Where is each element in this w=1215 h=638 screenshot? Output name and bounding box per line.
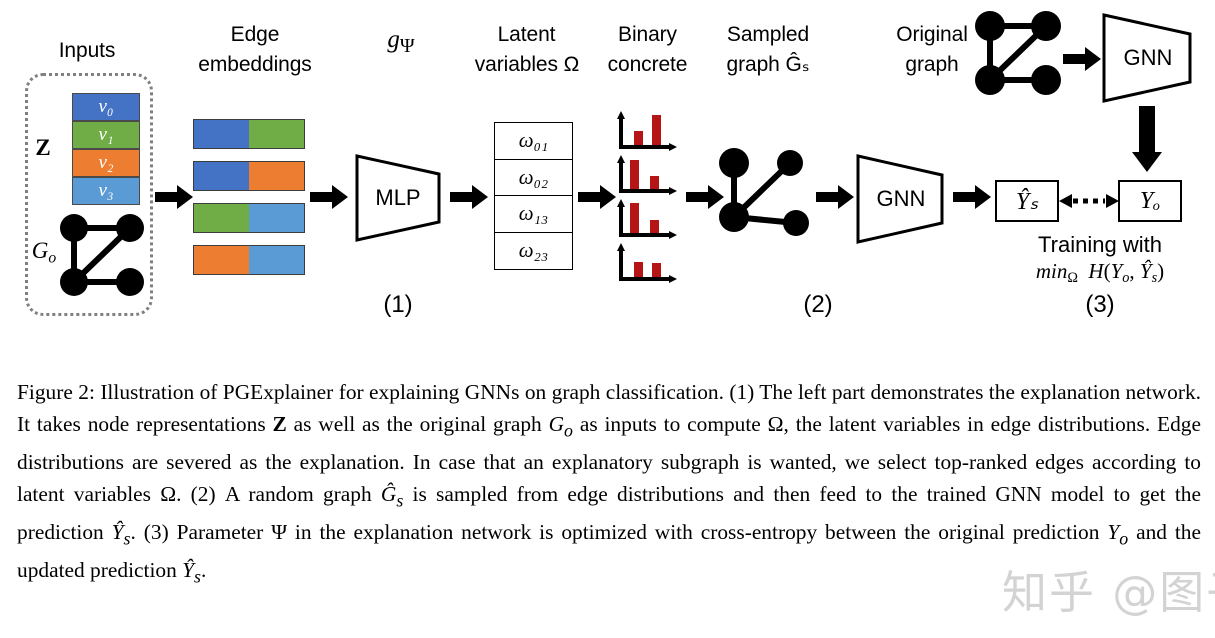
- arrow-mlp-to-latent: [450, 183, 490, 211]
- header-latent-line2: variables Ω: [474, 53, 580, 76]
- prediction-sampled-label: Ŷₛ: [1015, 188, 1039, 215]
- figure-caption: Figure 2: Illustration of PGExplainer fo…: [17, 377, 1201, 593]
- edge-embedding-2-left: [194, 204, 249, 232]
- step-label-1: (1): [383, 291, 413, 318]
- edge-embedding-0-left: [194, 120, 249, 148]
- header-edge-embeddings-line1: Edge: [230, 23, 280, 46]
- gnn-sampled-label: GNN: [876, 186, 926, 211]
- caption-body: Illustration of PGExplainer for explaini…: [17, 380, 1202, 587]
- prediction-original-box: Yₒ: [1118, 180, 1182, 222]
- arrow-sampled-to-gnn: [816, 183, 856, 211]
- arrow-binary-to-sampled: [686, 183, 726, 211]
- binary-concrete-chart-2: [614, 195, 682, 241]
- header-binary-line2: concrete: [607, 53, 688, 76]
- header-latent-line1: Latent: [497, 23, 556, 46]
- gnn-original-block: [1100, 13, 1196, 103]
- mlp-label: MLP: [375, 185, 421, 210]
- header-original-line1: Original: [896, 23, 968, 46]
- z-block-v0: v₀: [72, 93, 140, 121]
- z-block-v2: v₂: [72, 149, 140, 177]
- arrow-latent-to-binary: [578, 183, 618, 211]
- edge-embedding-row-0: [193, 119, 305, 149]
- header-sampled-line2: graph Ĝₛ: [726, 53, 810, 76]
- z-block-v2-label: v₂: [98, 152, 114, 173]
- header-sampled-line1: Sampled: [726, 23, 810, 46]
- arrow-gnn-to-yhat: [953, 183, 993, 211]
- mlp-block: [353, 154, 443, 242]
- latent-row-0: ω₀₁: [495, 123, 572, 160]
- arrow-embeddings-to-mlp: [310, 183, 350, 211]
- prediction-original-label: Yₒ: [1139, 187, 1161, 214]
- caption-label: Figure 2:: [17, 380, 95, 404]
- binary-concrete-chart-0: [614, 107, 682, 153]
- binary-concrete-chart-1: [614, 151, 682, 197]
- latent-row-2-label: ω₁₃: [518, 201, 549, 226]
- edge-embedding-row-2: [193, 203, 305, 233]
- gnn-original-label: GNN: [1123, 45, 1173, 70]
- edge-embedding-2-right: [249, 204, 304, 232]
- latent-row-1: ω₀₂: [495, 160, 572, 196]
- original-graph-top: [972, 8, 1077, 108]
- go-label: Go: [31, 238, 57, 267]
- z-block-v3: v₃: [72, 177, 140, 205]
- binary-concrete-chart-3: [614, 239, 682, 285]
- inputs-panel: [25, 73, 153, 316]
- training-note-line2: minΩ H(Yo, Ŷs): [1035, 259, 1165, 286]
- edge-embedding-row-3: [193, 245, 305, 275]
- prediction-sampled-box: Ŷₛ: [995, 180, 1059, 222]
- latent-row-3: ω₂₃: [495, 233, 572, 270]
- edge-embedding-row-1: [193, 161, 305, 191]
- header-inputs: Inputs: [58, 39, 116, 62]
- header-original-line2: graph: [905, 53, 959, 76]
- training-note-line1: Training with: [1038, 232, 1162, 257]
- z-block-v1-label: v₁: [98, 124, 114, 145]
- arrow-original-to-gnn: [1063, 45, 1103, 73]
- latent-row-2: ω₁₃: [495, 196, 572, 233]
- step-label-2: (2): [803, 291, 833, 318]
- edge-embedding-1-right: [249, 162, 304, 190]
- z-label: Z: [35, 135, 51, 160]
- header-edge-embeddings-line2: embeddings: [198, 53, 312, 76]
- header-binary-line1: Binary: [618, 23, 677, 46]
- header-g-psi: gΨ: [387, 26, 415, 57]
- step-label-3: (3): [1085, 291, 1115, 318]
- arrow-gnn-down-to-yo: [1131, 106, 1163, 174]
- latent-row-1-label: ω₀₂: [518, 164, 549, 189]
- latent-variable-table: ω₀₁ ω₀₂ ω₁₃ ω₂₃: [494, 122, 573, 270]
- latent-row-3-label: ω₂₃: [518, 238, 549, 263]
- z-block-v0-label: v₀: [98, 96, 114, 117]
- arrow-bidirectional-dotted: [1058, 189, 1120, 213]
- z-block-v1: v₁: [72, 121, 140, 149]
- z-block-v3-label: v₃: [98, 180, 114, 201]
- gnn-sampled-block: [854, 154, 948, 244]
- edge-embedding-1-left: [194, 162, 249, 190]
- arrow-inputs-to-embeddings: [155, 183, 195, 211]
- latent-row-0-label: ω₀₁: [518, 128, 549, 153]
- edge-embedding-0-right: [249, 120, 304, 148]
- input-original-graph: [56, 210, 156, 310]
- sampled-graph: [716, 145, 821, 245]
- edge-embedding-3-right: [249, 246, 304, 274]
- edge-embedding-3-left: [194, 246, 249, 274]
